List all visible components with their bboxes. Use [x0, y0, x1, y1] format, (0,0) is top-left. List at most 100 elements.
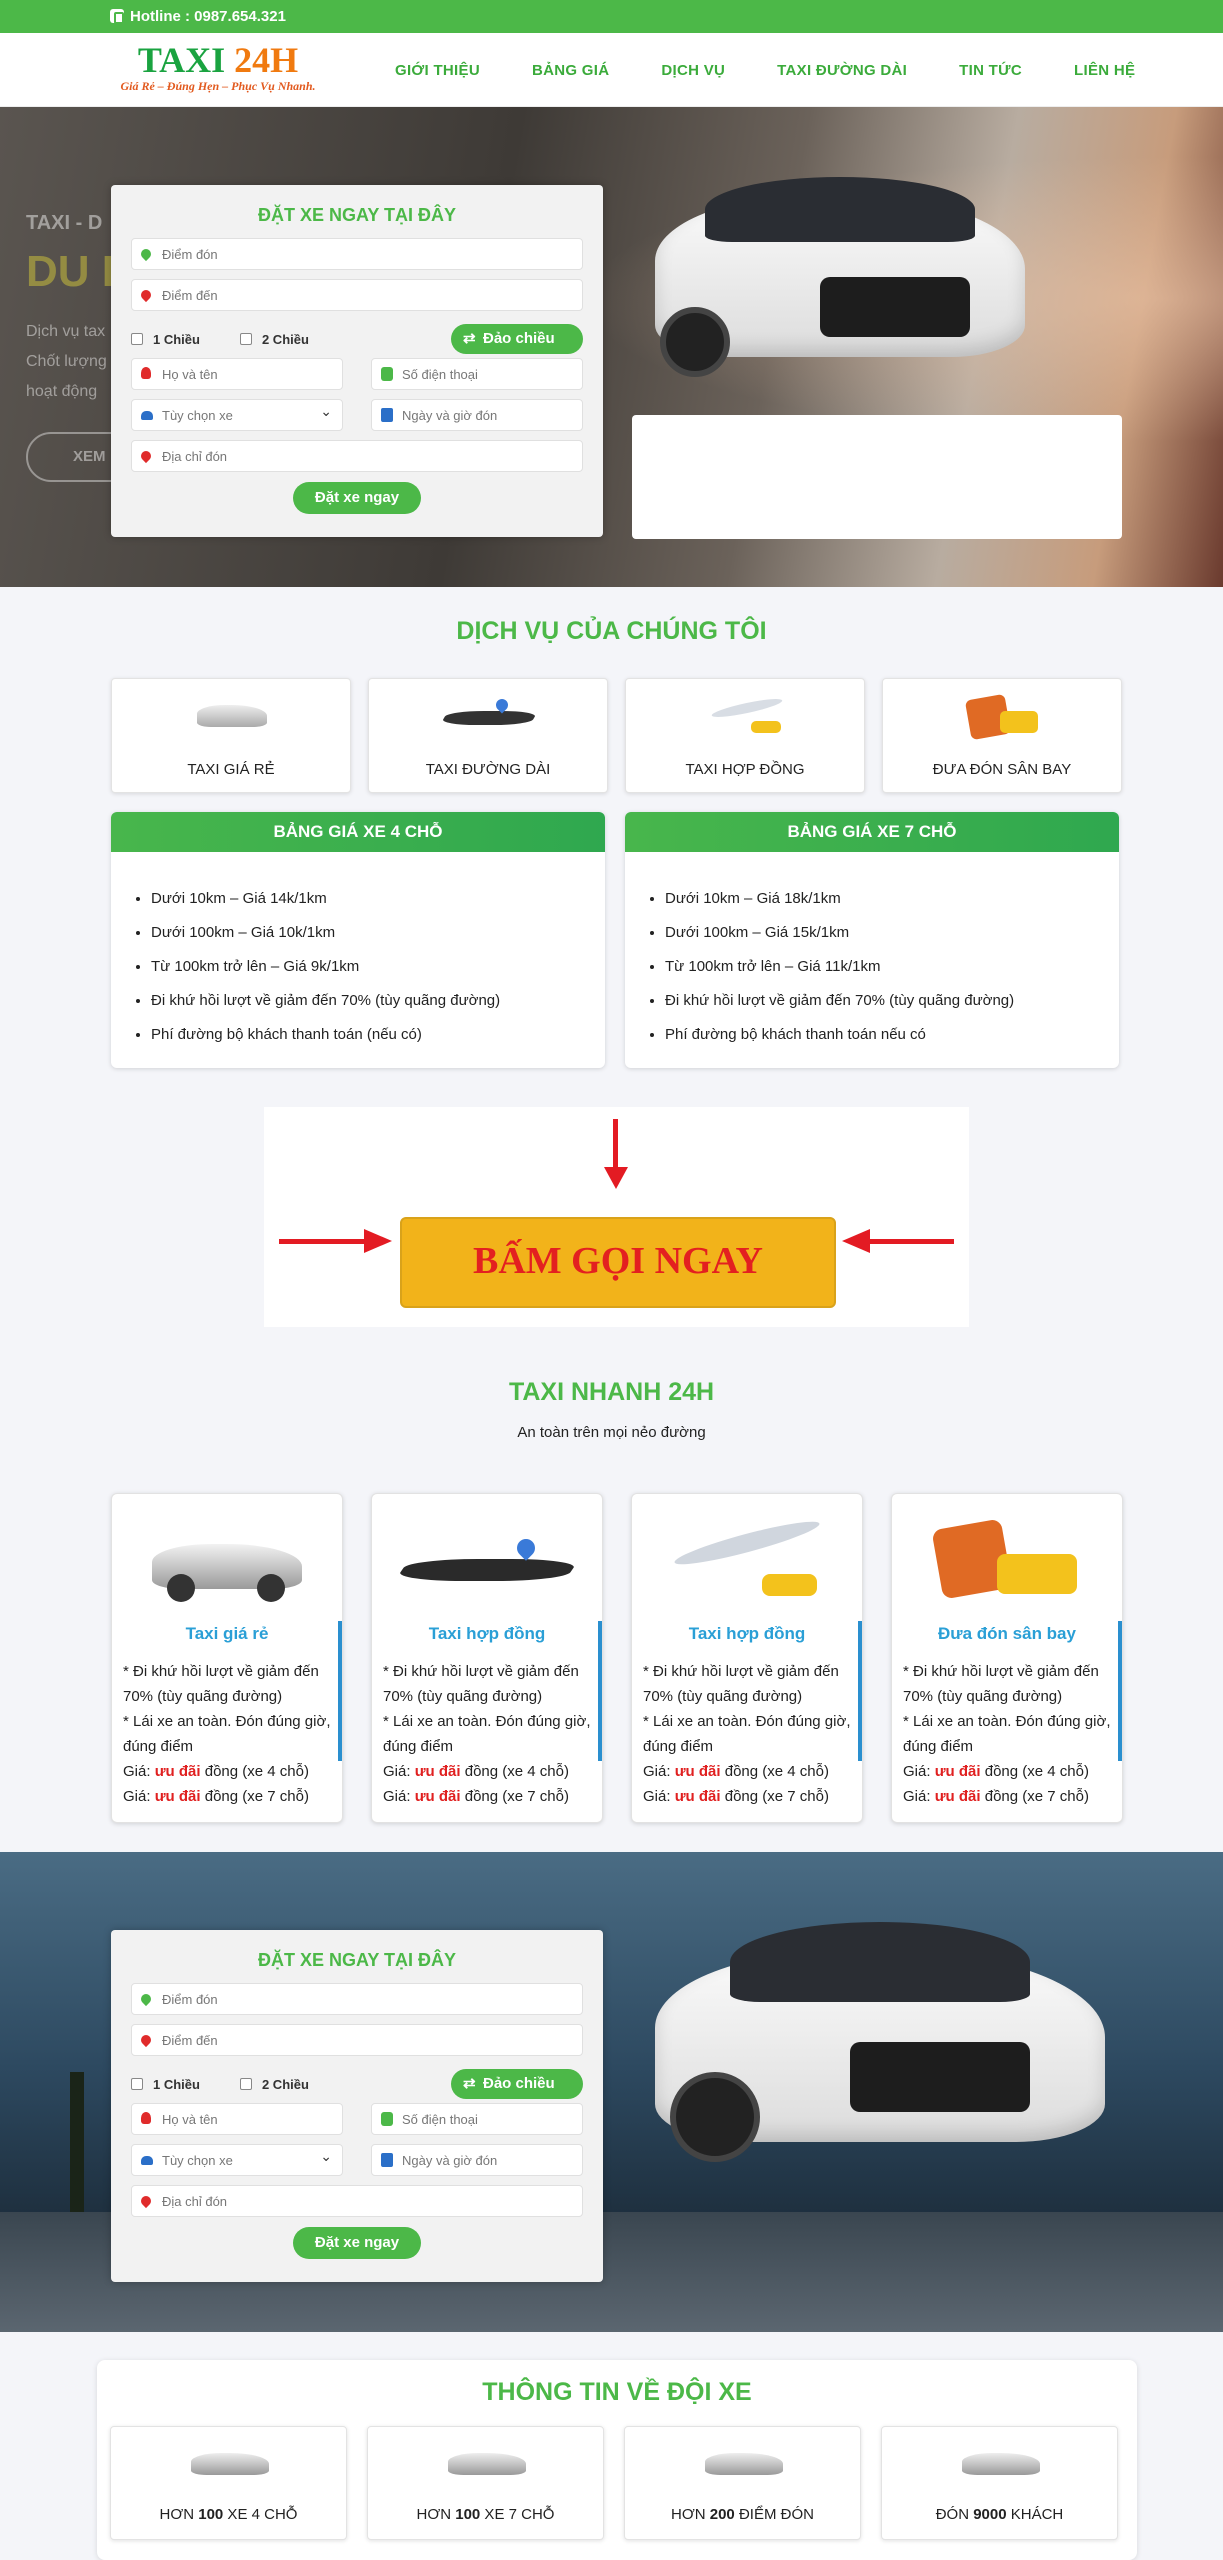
book-now-button[interactable]: Đặt xe ngay [293, 482, 421, 514]
airplane-icon [701, 689, 791, 739]
two-way-checkbox[interactable] [239, 2078, 252, 2090]
nav-tin-tuc[interactable]: TIN TỨC [959, 61, 1023, 79]
price-list: Dưới 10km – Giá 18k/1km Dưới 100km – Giá… [625, 852, 1119, 1052]
service-label: TAXI HỢP ĐỒNG [685, 761, 805, 778]
phone-icon [110, 9, 124, 24]
car-type-select[interactable]: Tùy chọn xe [131, 2144, 343, 2176]
nav-taxi-duong-dai[interactable]: TAXI ĐƯỜNG DÀI [777, 61, 908, 79]
price-table-title: BẢNG GIÁ XE 7 CHỖ [625, 812, 1119, 852]
fleet-card-4-seat: HƠN 100 XE 4 CHỖ [110, 2426, 347, 2540]
two-way-label: 2 Chiều [261, 331, 309, 347]
dropoff-input[interactable]: Điểm đến [131, 2024, 583, 2056]
two-way-label: 2 Chiều [261, 2076, 309, 2092]
one-way-label: 1 Chiều [153, 2076, 200, 2092]
logo-brand-a: TAXI [137, 40, 226, 80]
one-way-checkbox[interactable] [131, 333, 143, 345]
swap-direction-button[interactable]: Đảo chiều [451, 324, 583, 354]
feature-card-contract[interactable]: Taxi hợp đồng * Đi khứ hồi lượt về giảm … [371, 1493, 603, 1823]
arrow-right-head-icon [364, 1229, 392, 1253]
feature-card-title: Taxi giá rẻ [185, 1624, 269, 1643]
services-title: DỊCH VỤ CỦA CHÚNG TÔI [456, 617, 767, 645]
nav-dich-vu[interactable]: DỊCH VỤ [661, 61, 726, 79]
price-table-7-seat: BẢNG GIÁ XE 7 CHỖ Dưới 10km – Giá 18k/1k… [625, 812, 1119, 1068]
sedan-icon [705, 2441, 783, 2481]
arrow-down-icon [613, 1119, 618, 1174]
pickup-pin-icon [138, 246, 154, 262]
calendar-icon [381, 2153, 393, 2167]
airplane-image [662, 1504, 832, 1609]
luggage-icon [958, 689, 1048, 741]
main-nav: GIỚI THIỆU BẢNG GIÁ DỊCH VỤ TAXI ĐƯỜNG D… [395, 33, 1187, 107]
car-icon [141, 2156, 153, 2165]
swap-direction-button[interactable]: Đảo chiều [451, 2069, 583, 2099]
feature-card-text: * Đi khứ hồi lượt về giảm đến 70% (tùy q… [123, 1663, 331, 1805]
phone-input[interactable]: Số điện thoại [371, 2103, 583, 2135]
arrow-right-icon [279, 1239, 369, 1244]
feature-card-title: Taxi hợp đồng [428, 1624, 546, 1643]
nav-bang-gia[interactable]: BẢNG GIÁ [531, 61, 610, 79]
two-way-checkbox[interactable] [239, 333, 252, 345]
pickup-input[interactable]: Điểm đón [131, 238, 583, 270]
sedan-image [142, 1504, 312, 1609]
pickup-pin-icon [138, 1991, 154, 2007]
user-icon [141, 367, 151, 379]
hotline-bar: Hotline : 0987.654.321 [0, 0, 1223, 33]
service-card-contract[interactable]: TAXI HỢP ĐỒNG [625, 678, 865, 793]
pickup-input[interactable]: Điểm đón [131, 1983, 583, 2015]
site-logo[interactable]: TAXI 24H Giá Rẻ – Đúng Hẹn – Phục Vụ Nha… [113, 41, 323, 94]
dropoff-input[interactable]: Điểm đến [131, 279, 583, 311]
car-type-select[interactable]: Tùy chọn xe [131, 399, 343, 431]
section-car-image [650, 1902, 1110, 2182]
feature-card-cheap[interactable]: Taxi giá rẻ * Đi khứ hồi lượt về giảm đế… [111, 1493, 343, 1823]
service-card-airport[interactable]: ĐƯA ĐÓN SÂN BAY [882, 678, 1122, 793]
user-icon [141, 2112, 151, 2124]
price-row: Từ 100km trở lên – Giá 11k/1km [665, 950, 1119, 984]
booking-form: ĐẶT XE NGAY TẠI ĐÂY Điểm đón Điểm đến 1 … [111, 185, 603, 537]
price-row: Dưới 10km – Giá 14k/1km [151, 882, 605, 916]
booking-form-2: ĐẶT XE NGAY TẠI ĐÂY Điểm đón Điểm đến 1 … [111, 1930, 603, 2282]
feature-card-contract-2[interactable]: Taxi hợp đồng * Đi khứ hồi lượt về giảm … [631, 1493, 863, 1823]
sedan-icon [448, 2441, 526, 2481]
service-card-cheap[interactable]: TAXI GIÁ RẺ [111, 678, 351, 793]
nav-lien-he[interactable]: LIÊN HỆ [1074, 61, 1136, 79]
one-way-label: 1 Chiều [153, 331, 200, 347]
address-input[interactable]: Địa chỉ đón [131, 440, 583, 472]
arrow-left-head-icon [842, 1229, 870, 1253]
service-label: TAXI GIÁ RẺ [187, 761, 275, 778]
luggage-image [922, 1504, 1092, 1609]
one-way-checkbox[interactable] [131, 2078, 143, 2090]
arrow-left-icon [869, 1239, 954, 1244]
taxi24-title: TAXI NHANH 24H [508, 1378, 715, 1406]
road-map-icon [439, 689, 539, 739]
logo-tagline: Giá Rẻ – Đúng Hẹn – Phục Vụ Nhanh. [120, 79, 316, 93]
phone-input[interactable]: Số điện thoại [371, 358, 583, 390]
feature-card-text: * Đi khứ hồi lượt về giảm đến 70% (tùy q… [643, 1663, 851, 1805]
datetime-input[interactable]: Ngày và giờ đón [371, 2144, 583, 2176]
nav-gioi-thieu[interactable]: GIỚI THIỆU [395, 61, 480, 79]
price-row: Dưới 100km – Giá 10k/1km [151, 916, 605, 950]
hero-white-box [632, 415, 1122, 539]
address-input[interactable]: Địa chỉ đón [131, 2185, 583, 2217]
feature-card-text: * Đi khứ hồi lượt về giảm đến 70% (tùy q… [383, 1663, 591, 1805]
price-table-4-seat: BẢNG GIÁ XE 4 CHỖ Dưới 10km – Giá 14k/1k… [111, 812, 605, 1068]
call-now-button[interactable]: BẤM GỌI NGAY [400, 1217, 836, 1308]
price-row: Dưới 10km – Giá 18k/1km [665, 882, 1119, 916]
service-label: TAXI ĐƯỜNG DÀI [425, 761, 551, 778]
feature-card-airport[interactable]: Đưa đón sân bay * Đi khứ hồi lượt về giả… [891, 1493, 1123, 1823]
call-now-banner[interactable]: BẤM GỌI NGAY [264, 1107, 969, 1327]
name-input[interactable]: Họ và tên [131, 358, 343, 390]
name-input[interactable]: Họ và tên [131, 2103, 343, 2135]
service-card-long-distance[interactable]: TAXI ĐƯỜNG DÀI [368, 678, 608, 793]
price-row: Phí đường bộ khách thanh toán nếu có [665, 1018, 1119, 1052]
hotline-text[interactable]: Hotline : 0987.654.321 [130, 8, 286, 25]
price-row: Phí đường bộ khách thanh toán (nếu có) [151, 1018, 605, 1052]
fleet-card-7-seat: HƠN 100 XE 7 CHỖ [367, 2426, 604, 2540]
fleet-card-customers: ĐÓN 9000 KHÁCH [881, 2426, 1118, 2540]
book-now-button[interactable]: Đặt xe ngay [293, 2227, 421, 2259]
fleet-box: THÔNG TIN VỀ ĐỘI XE HƠN 100 XE 4 CHỖ HƠN… [97, 2360, 1137, 2560]
datetime-input[interactable]: Ngày và giờ đón [371, 399, 583, 431]
arrow-down-head-icon [604, 1167, 628, 1189]
phone-icon [381, 367, 393, 381]
